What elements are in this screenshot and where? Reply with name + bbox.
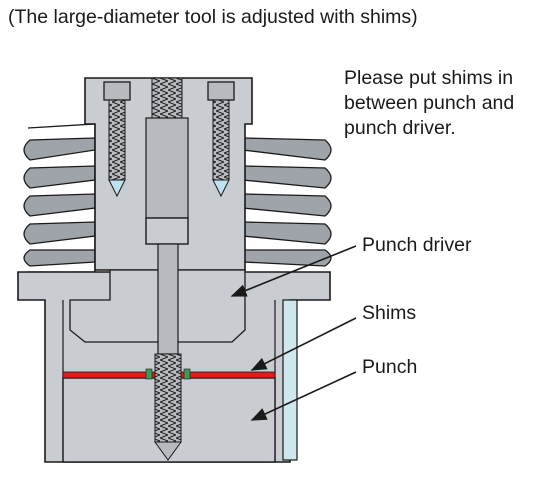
- punch-driver-label: Punch driver: [362, 234, 472, 256]
- punch-driver-arrow: [230, 245, 357, 297]
- shims-label: Shims: [362, 302, 417, 324]
- instruction-line-3: punch driver.: [344, 117, 456, 139]
- punch-arrow: [250, 371, 357, 421]
- punch-label: Punch: [362, 356, 418, 378]
- spring-stack-right: [242, 137, 332, 267]
- center-thread-top: [151, 77, 183, 119]
- instruction-line-1: Please put shims in: [344, 67, 514, 89]
- shims-arrow: [250, 317, 357, 371]
- diagram-title: (The large-diameter tool is adjusted wit…: [8, 6, 418, 28]
- guide-sleeve: [282, 299, 298, 461]
- center-bolt-tip: [154, 441, 182, 461]
- instruction-note: Please put shims in between punch and pu…: [344, 66, 558, 141]
- center-bore: [145, 117, 189, 219]
- spring-stack-left: [23, 123, 96, 273]
- center-bolt-shank: [157, 243, 179, 355]
- instruction-line-2: between punch and: [344, 92, 515, 114]
- cap-screw-right: [207, 81, 235, 198]
- center-bolt-thread: [154, 353, 182, 443]
- cap-screw-left: [103, 81, 131, 198]
- center-collar: [145, 217, 189, 245]
